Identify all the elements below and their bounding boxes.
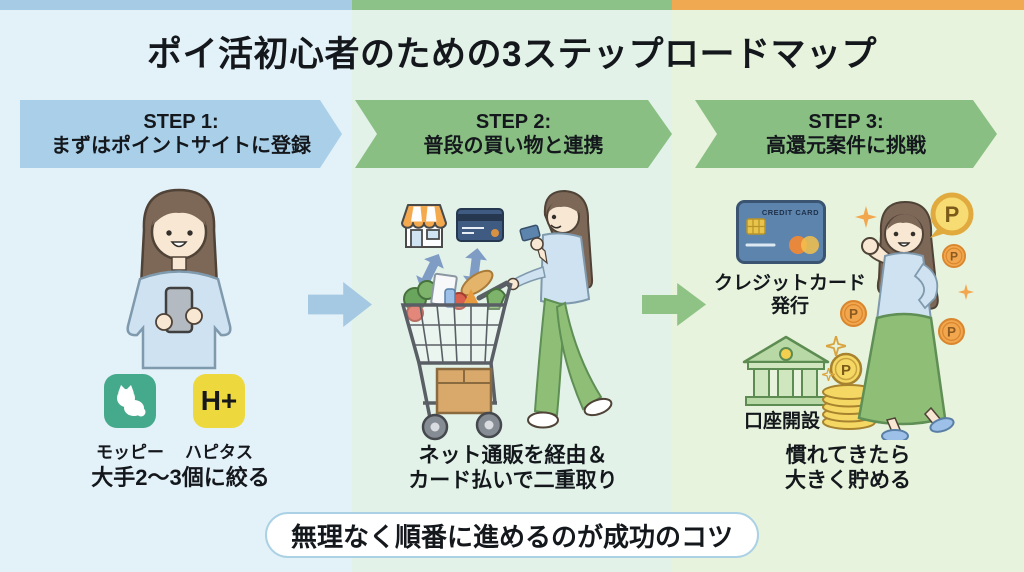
- footer-tip-text: 無理なく順番に進めるのが成功のコツ: [290, 521, 733, 552]
- point-speech-bubble-icon: P: [930, 192, 974, 238]
- point-coin-icon: P: [942, 244, 966, 268]
- coin-p-symbol: P: [950, 250, 958, 264]
- step3-number: STEP 3:: [808, 110, 884, 133]
- sparkle-icon: [826, 336, 846, 356]
- credit-card-small-icon: [456, 208, 504, 242]
- hapitas-app-label: ハピタス: [185, 443, 253, 462]
- page-title: ポイ活初心者のための3ステップロードマップ: [147, 35, 877, 74]
- step3-label: 高還元案件に挑戦: [766, 135, 926, 157]
- step1-header-banner: STEP 1: まずはポイントサイトに登録: [20, 100, 342, 168]
- step2-label: 普段の買い物と連携: [423, 135, 604, 157]
- step3-caption-line1: 慣れてきたら: [785, 444, 911, 467]
- coin-p-symbol: P: [841, 362, 851, 379]
- coin-p-symbol: P: [947, 325, 956, 340]
- step3-action1-line2: 発行: [770, 296, 809, 318]
- coin-p-symbol: P: [849, 307, 858, 322]
- sparkle-icon: [855, 206, 877, 228]
- step1-number: STEP 1:: [143, 110, 219, 133]
- footer-tip-banner: 無理なく順番に進めるのが成功のコツ: [265, 512, 759, 558]
- woman-cheering-illustration: [857, 200, 955, 440]
- step1-caption: 大手2〜3個に絞る: [91, 465, 270, 490]
- step3-action1-label: クレジットカード 発行: [712, 272, 868, 318]
- step1-label: まずはポイントサイトに登録: [51, 135, 311, 157]
- step3-caption-line2: 大きく貯める: [785, 468, 911, 492]
- bubble-p-symbol: P: [945, 202, 960, 227]
- cat-mascot-icon: [117, 385, 146, 417]
- point-coin-icon: P: [938, 318, 965, 345]
- store-icon: [401, 204, 447, 248]
- sparkle-icon: [958, 284, 974, 300]
- step3-header-banner: STEP 3: 高還元案件に挑戦: [695, 100, 997, 168]
- step3-caption: 慣れてきたら 大きく貯める: [748, 444, 948, 494]
- woman-pushing-shopping-cart-illustration: [400, 189, 613, 441]
- background-band-step3: [672, 0, 1024, 572]
- hapitas-app-icon: H+: [193, 374, 245, 428]
- credit-card-icon: CREDIT CARD: [736, 200, 826, 264]
- woman-with-phone-illustration: [126, 188, 232, 370]
- step2-caption: ネット通販を経由＆ カード払いで二重取り: [382, 444, 644, 494]
- step2-number: STEP 2:: [475, 110, 552, 133]
- point-coin-icon: P: [840, 300, 867, 327]
- hapitas-logo: H+: [200, 385, 238, 416]
- sparkle-icon: [822, 368, 835, 381]
- top-border-green: [352, 0, 672, 10]
- bank-icon: [742, 335, 830, 406]
- step3-action1-line1: クレジットカード: [713, 273, 866, 294]
- step3-action2-label: 口座開設: [743, 411, 820, 432]
- moppy-app-label: モッピー: [96, 443, 164, 462]
- top-border-orange: [672, 0, 1024, 10]
- step2-header-banner: STEP 2: 普段の買い物と連携: [355, 100, 672, 168]
- step2-caption-line2: カード払いで二重取り: [408, 468, 618, 492]
- step2-caption-line1: ネット通販を経由＆: [418, 444, 608, 467]
- moppy-app-icon: [104, 374, 156, 428]
- credit-card-text: CREDIT CARD: [762, 208, 819, 217]
- top-border-blue: [0, 0, 352, 10]
